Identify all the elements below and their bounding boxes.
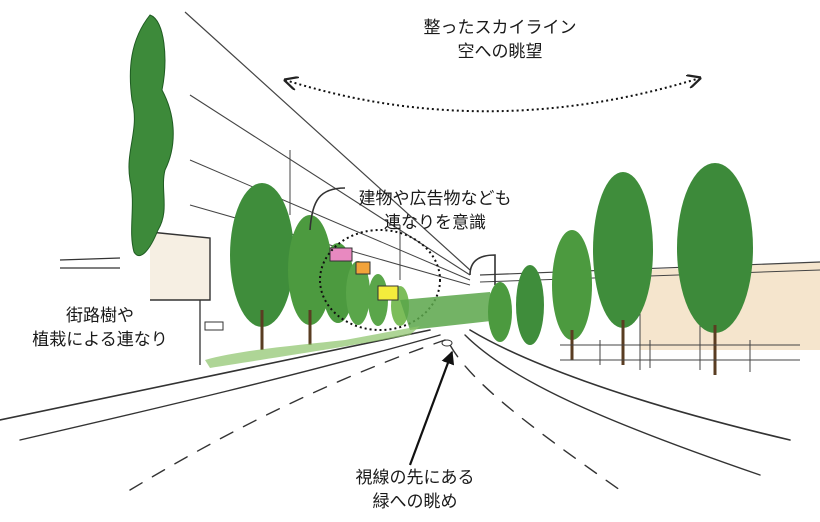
label-skyline-line2: 空への眺望 [457, 42, 543, 62]
label-street-trees: 街路樹や 植栽による連なり [0, 304, 200, 352]
label-buildings-line1: 建物や広告物なども [358, 189, 512, 209]
left-planting [205, 326, 420, 368]
label-street-trees-line1: 街路樹や [66, 306, 134, 326]
highlight-ellipse [319, 229, 441, 331]
label-green-view: 視線の先にある 緑への眺め [330, 466, 500, 514]
label-green-view-line2: 緑への眺め [372, 492, 458, 512]
street-trees-right [488, 163, 753, 375]
road [0, 329, 791, 491]
skyline-arrow [285, 78, 700, 113]
label-skyline-line1: 整ったスカイライン [423, 18, 577, 38]
label-green-view-line1: 視線の先にある [355, 468, 475, 488]
label-street-trees-line2: 植栽による連なり [32, 330, 168, 350]
fence-right [560, 340, 800, 372]
left-billboard [59, 231, 224, 365]
street-trees-left [230, 183, 409, 350]
label-buildings: 建物や広告物なども 連なりを意識 [345, 187, 525, 235]
label-skyline: 整ったスカイライン 空への眺望 [395, 16, 605, 64]
far-hedge [400, 292, 500, 330]
street-lights [309, 187, 496, 285]
billboards [329, 247, 399, 301]
tall-tree-left [128, 14, 174, 257]
sightline-arrow [408, 350, 455, 466]
label-buildings-line2: 連なりを意識 [384, 213, 486, 233]
